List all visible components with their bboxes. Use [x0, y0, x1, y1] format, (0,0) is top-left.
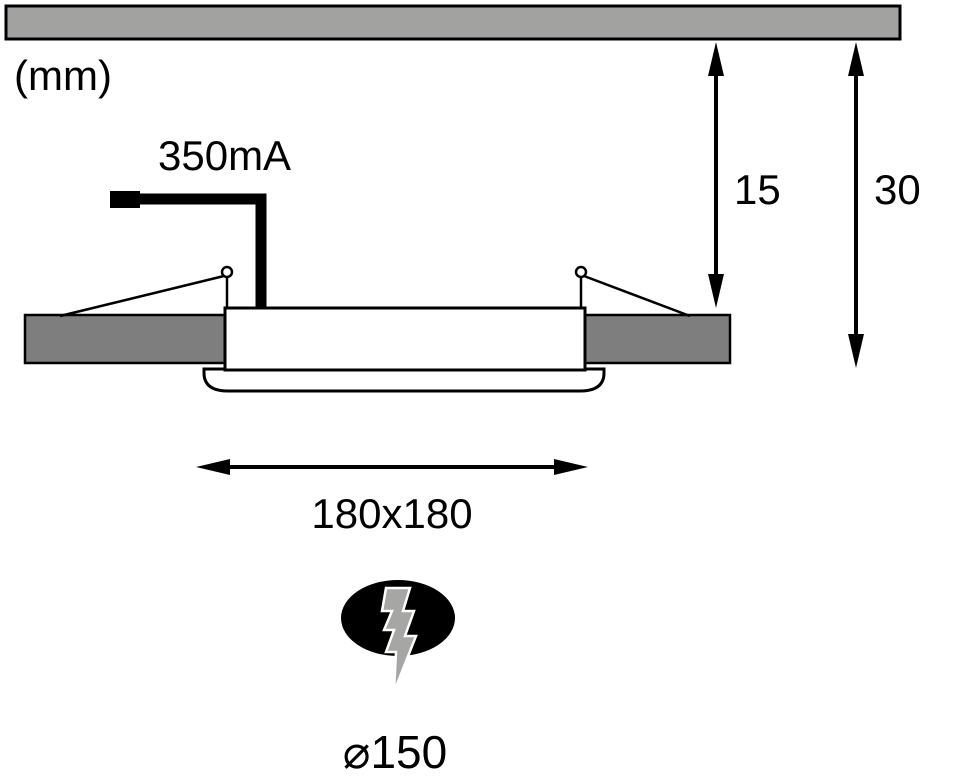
recess-depth-arrowhead-down — [708, 274, 724, 308]
width-arrowhead-left — [196, 459, 230, 475]
wire-plug — [110, 191, 140, 208]
recess-depth-label: 15 — [734, 166, 781, 213]
overall-depth-dimension: 30 — [848, 42, 921, 368]
right-clip-pivot — [574, 265, 588, 279]
fixture-right-flange — [583, 313, 732, 365]
fixture-left-flange — [23, 313, 227, 365]
width-label: 180x180 — [311, 490, 472, 537]
width-dimension: 180x180 — [196, 459, 588, 537]
overall-depth-arrowhead-down — [848, 334, 864, 368]
left-spring-clip — [59, 265, 234, 318]
current-label: 350mA — [158, 132, 291, 179]
supply-wire — [110, 191, 267, 310]
cutout-icon — [341, 580, 455, 693]
left-clip-pivot — [220, 265, 234, 279]
fixture-body — [223, 306, 587, 372]
ceiling-bar — [4, 4, 902, 41]
right-spring-clip — [574, 265, 691, 318]
right-clip-arm — [583, 274, 691, 318]
overall-depth-arrowhead-up — [848, 42, 864, 76]
recess-depth-arrowhead-up — [708, 42, 724, 76]
wire-line — [138, 193, 267, 310]
width-arrowhead-right — [554, 459, 588, 475]
lightning-bolt-icon — [380, 586, 418, 693]
recess-depth-dimension: 15 — [708, 42, 781, 308]
cutout-diameter-label: ⌀150 — [343, 726, 447, 778]
unit-label: (mm) — [14, 52, 112, 99]
overall-depth-label: 30 — [874, 166, 921, 213]
left-clip-arm — [59, 274, 225, 318]
diffuser-panel — [202, 367, 606, 393]
